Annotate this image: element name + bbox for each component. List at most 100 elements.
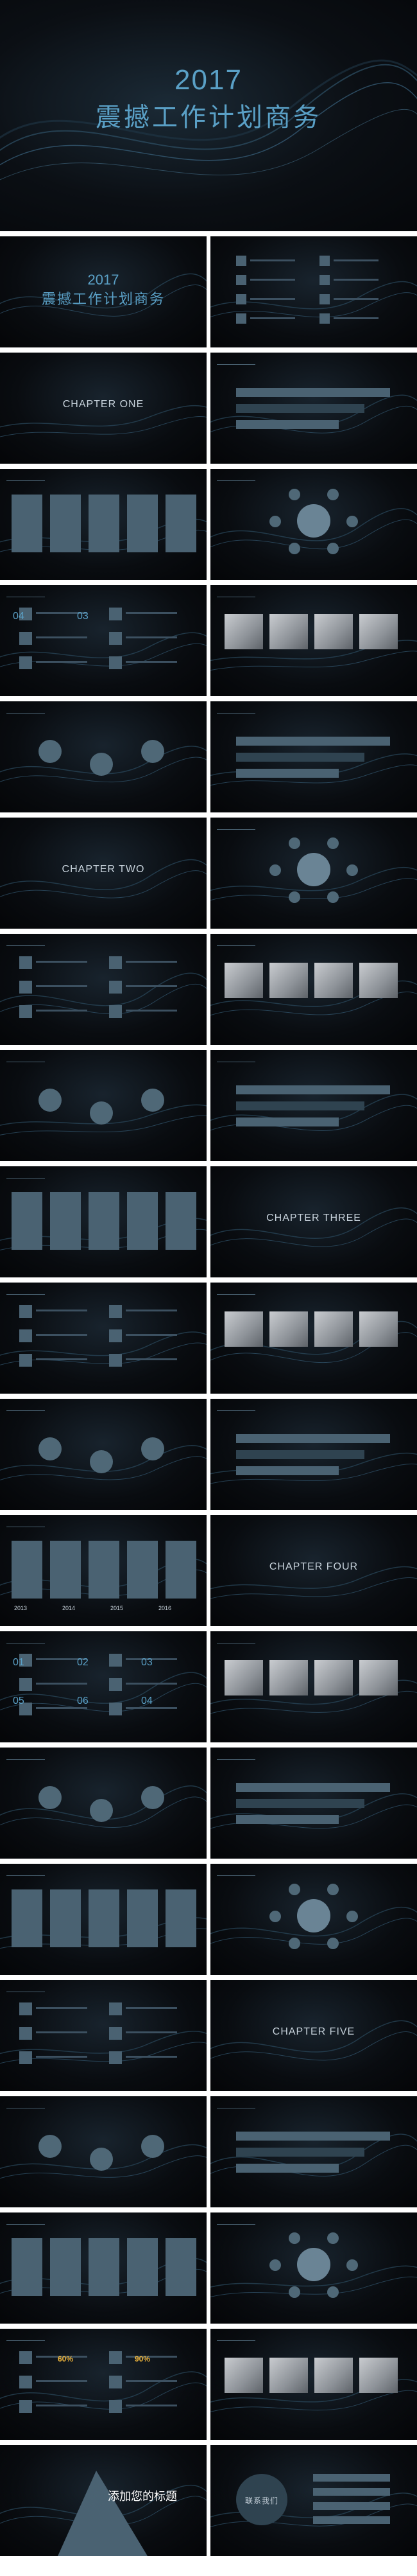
slide-thumbnail[interactable] [0,1980,207,2091]
header-rule [6,1294,45,1295]
hex-block [236,1117,339,1126]
slide-thumbnail[interactable]: CHAPTER FOUR [210,1515,417,1626]
header-rule [217,2340,255,2341]
contents-line [334,317,379,319]
text-box [19,956,32,969]
photo [225,614,263,649]
circle-node [141,1089,164,1112]
slide-thumbnail[interactable]: CHAPTER TWO [0,818,207,929]
slide-thumbnail[interactable] [0,2212,207,2324]
contents-line [334,259,379,261]
slide-thumbnail[interactable]: 联系我们 [210,2445,417,2556]
slide-thumbnail[interactable] [210,1631,417,1742]
number-label: 04 [13,611,24,622]
center-circle [297,2248,330,2281]
slide-thumbnail[interactable] [210,2329,417,2440]
slide-thumbnail[interactable] [210,585,417,696]
orbit-circle [269,2259,281,2271]
photo [269,1311,308,1347]
slide-thumbnail[interactable] [210,236,417,347]
hex-block [236,420,339,429]
slide-thumbnail[interactable] [0,1864,207,1975]
slide-thumbnail[interactable] [0,701,207,812]
photo [359,614,398,649]
slide-thumbnail[interactable] [0,2096,207,2207]
card [166,495,196,552]
slide-thumbnail[interactable] [0,469,207,580]
slide-thumbnail[interactable]: 2017 震撼工作计划商务 [0,236,207,347]
card [50,1889,81,1947]
text-line [126,612,177,614]
slide-thumbnail[interactable] [210,2212,417,2324]
slide-thumbnail[interactable] [210,469,417,580]
slide-thumbnail[interactable] [0,1166,207,1277]
wave-decoration [0,2031,207,2064]
slide-thumbnail[interactable] [0,1050,207,1161]
slide-thumbnail[interactable] [210,1283,417,1394]
header-rule [6,2340,45,2341]
center-circle [297,853,330,886]
slide-thumbnail[interactable]: 添加您的标题 [0,2445,207,2556]
slide-thumbnail[interactable] [210,934,417,1045]
center-circle [297,504,330,538]
hex-block [236,2164,339,2173]
slide-thumbnail[interactable] [210,1864,417,1975]
contents-line [250,317,295,319]
slide-thumbnail[interactable] [210,353,417,464]
slide-thumbnail[interactable] [210,818,417,929]
text-line [36,2056,87,2058]
orbit-circle [346,516,358,527]
text-line [126,1658,177,1660]
chapter-title: CHAPTER THREE [266,1213,361,1223]
header-rule [217,1294,255,1295]
slide-thumbnail[interactable]: CHAPTER THREE [210,1166,417,1277]
contents-line [334,298,379,300]
text-line [36,2007,87,2009]
contact-line [313,2516,390,2524]
text-box [19,1329,32,1342]
text-box [19,608,32,620]
text-line [36,1334,87,1336]
slide-thumbnail[interactable] [0,1399,207,1510]
hex-block [236,1799,364,1808]
slide-thumbnail[interactable] [210,1050,417,1161]
slide-thumbnail[interactable] [210,1399,417,1510]
contents-icon [319,313,330,324]
hero-slide: 2017 震撼工作计划商务 [0,0,417,231]
slide-thumbnail[interactable] [210,2096,417,2207]
slide-thumbnail[interactable]: CHAPTER ONE [0,353,207,464]
slide-thumbnail[interactable] [0,934,207,1045]
text-line [36,961,87,963]
text-box [109,608,122,620]
text-line [126,2007,177,2009]
slide-thumbnail[interactable] [0,1748,207,1859]
wave-decoration [210,1679,417,1714]
text-box [19,1305,32,1318]
photo [269,614,308,649]
slide-thumbnail[interactable] [210,701,417,812]
text-line [36,636,87,638]
hex-block [236,1434,390,1443]
text-line [36,1358,87,1360]
year-label: 2014 [62,1605,76,1611]
contact-circle [236,2474,287,2525]
slide-thumbnail[interactable]: 60%90% [0,2329,207,2440]
photo [314,1311,353,1347]
contents-icon [319,256,330,266]
orbit-circle [346,2259,358,2271]
header-rule [6,945,45,946]
header-rule [6,1875,45,1876]
slide-thumbnail[interactable] [210,1748,417,1859]
text-box [109,2351,122,2364]
hero-title: 震撼工作计划商务 [96,103,321,132]
text-box [19,1354,32,1367]
slide-thumbnail[interactable]: CHAPTER FIVE [210,1980,417,2091]
diamond-decoration [58,2471,148,2556]
circle-node [90,2148,113,2171]
number-label: 03 [141,1657,153,1668]
slide-thumbnail[interactable] [0,1283,207,1394]
card [127,495,158,552]
